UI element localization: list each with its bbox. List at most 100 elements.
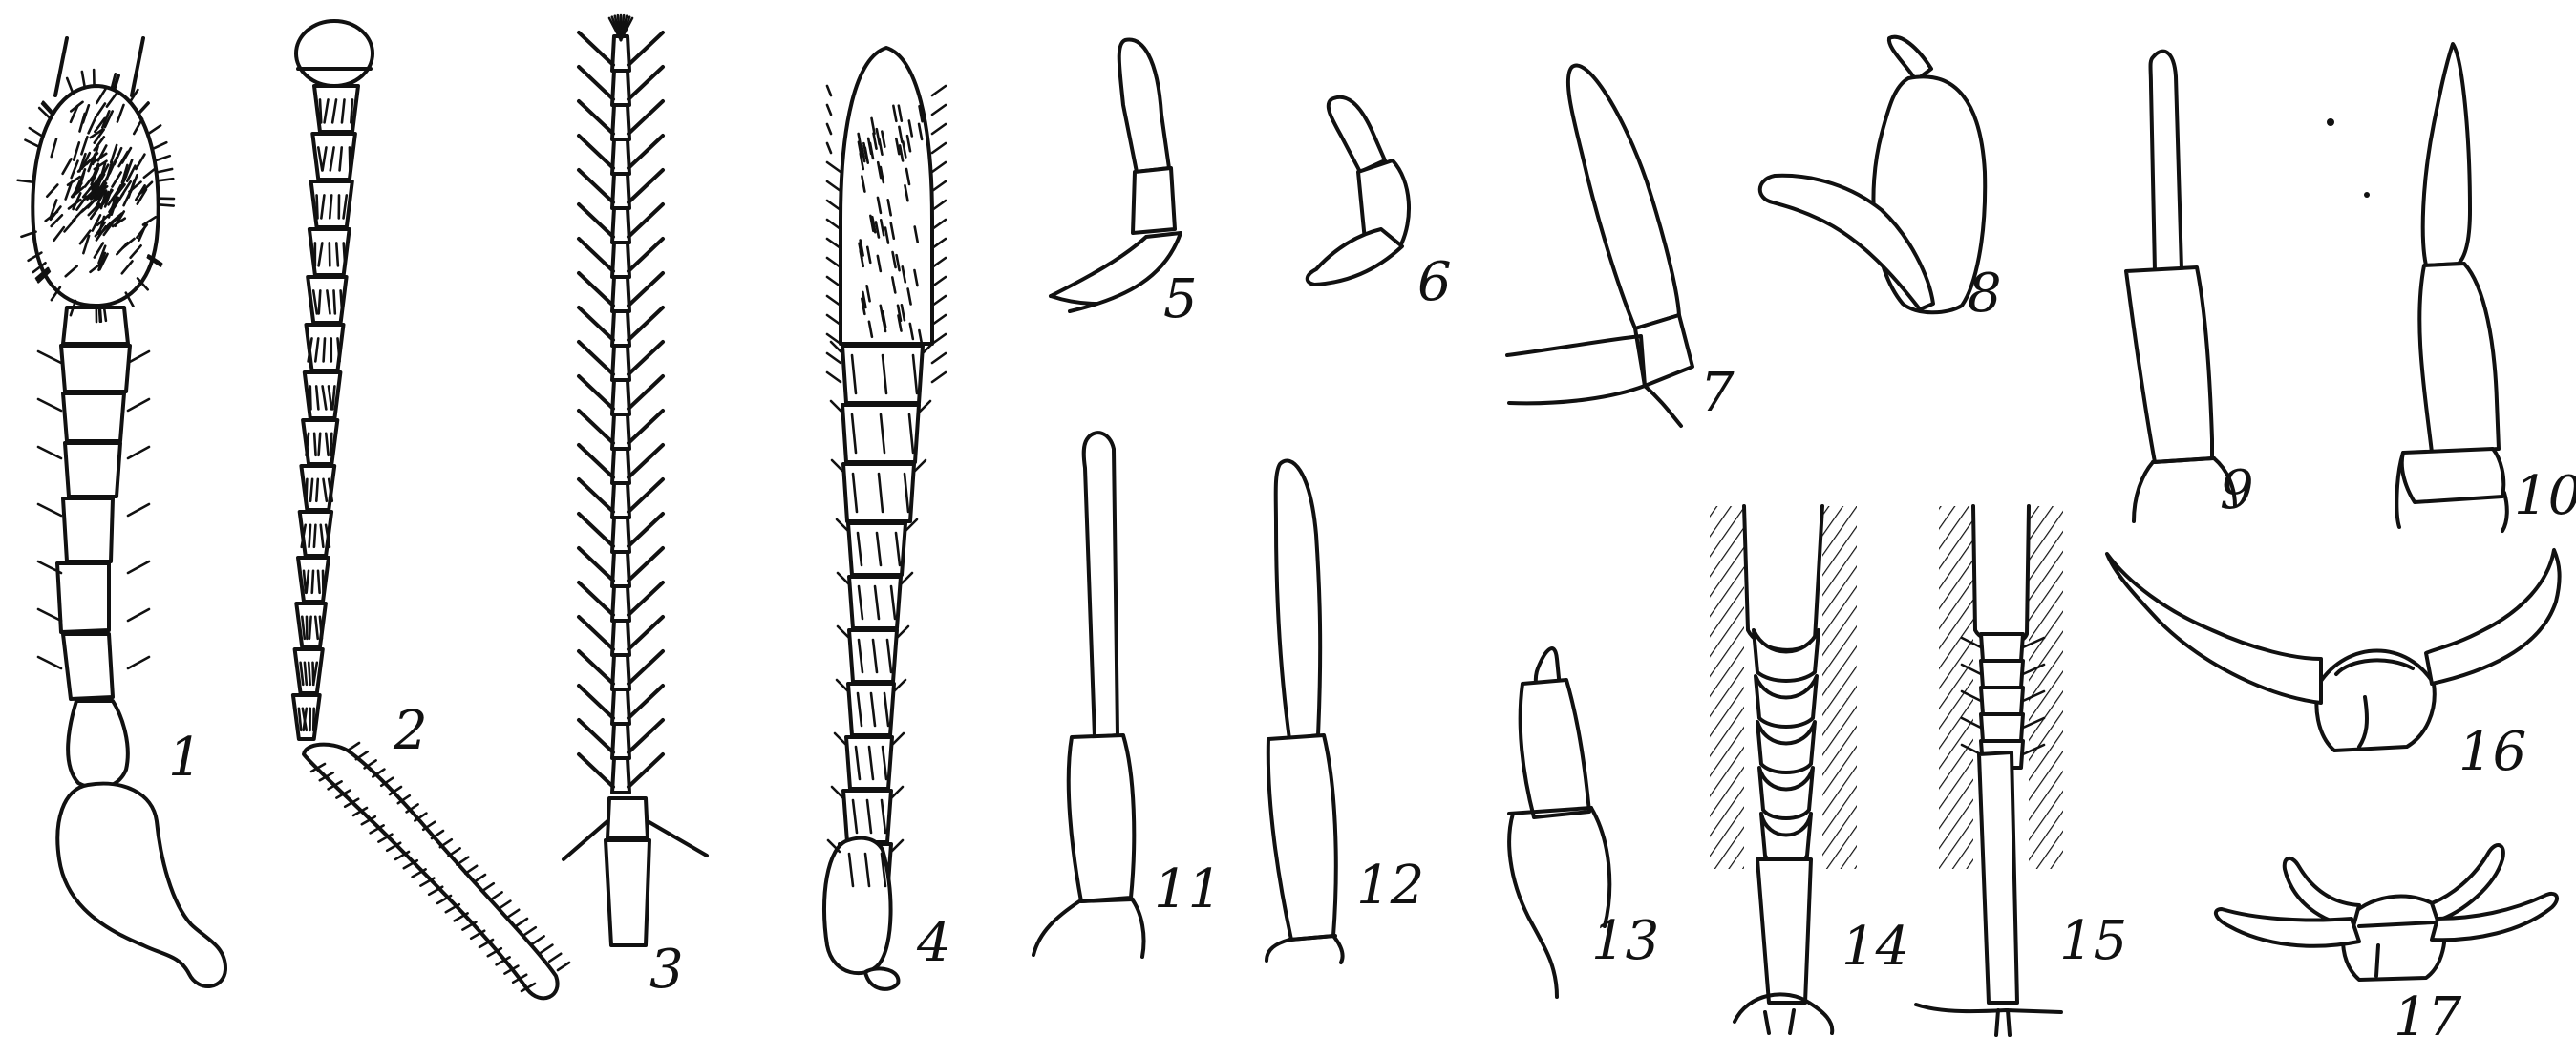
lateral-seta — [628, 548, 663, 581]
club-hair — [932, 201, 946, 210]
club-hair — [827, 162, 841, 172]
scape-hair — [507, 910, 519, 918]
club-hair — [827, 353, 841, 363]
lateral-seta — [628, 376, 663, 409]
figure-6-antenna-base: 6 — [1308, 97, 1452, 313]
segment-hair — [314, 525, 315, 547]
club-hair — [932, 239, 946, 248]
lateral-seta — [579, 170, 613, 202]
lateral-seta — [579, 582, 613, 615]
figure-7-label: 7 — [1700, 362, 1735, 424]
lateral-seta — [628, 136, 663, 168]
club-hair — [827, 372, 841, 382]
segment-hair — [38, 447, 61, 458]
club-hair — [827, 181, 841, 191]
figure-17-tarsal-claws: 17 — [2216, 845, 2557, 1037]
lateral-seta — [579, 411, 613, 443]
club-hair — [932, 181, 946, 191]
segment-hair — [317, 195, 318, 218]
scape-hair — [558, 963, 569, 970]
segment-hair — [38, 657, 61, 668]
club-hair — [827, 105, 831, 115]
lateral-seta — [579, 479, 613, 512]
club-hair — [827, 258, 841, 267]
lateral-seta — [579, 754, 613, 787]
figure-4-label: 4 — [916, 912, 951, 974]
tarsal-segment — [1981, 688, 2023, 714]
lateral-seta — [628, 239, 663, 271]
scape-hair — [348, 743, 359, 751]
club-hair — [932, 258, 946, 267]
segment-hair — [128, 657, 149, 668]
club-hair — [159, 204, 174, 205]
club-hair — [82, 72, 85, 87]
club-hair — [67, 78, 73, 93]
scape-hair — [457, 857, 468, 865]
lateral-seta — [628, 651, 663, 684]
segment-hair — [319, 290, 321, 313]
club-hair — [827, 143, 831, 153]
scape-hair — [356, 751, 368, 759]
figure-4-clubbed-antenna: 4 — [824, 48, 951, 989]
figure-7-antenna-base: 7 — [1507, 66, 1735, 426]
lateral-seta — [628, 273, 663, 306]
club-hair — [932, 372, 946, 382]
lateral-seta — [628, 720, 663, 752]
tarsal-segment — [1981, 661, 2023, 688]
segment-hair — [344, 243, 346, 265]
lateral-seta — [648, 821, 707, 856]
figure-5-label: 5 — [1163, 268, 1198, 330]
tarsal-lobe — [1759, 768, 1813, 818]
lateral-seta — [628, 204, 663, 237]
club-hair — [827, 277, 841, 286]
lateral-seta — [579, 67, 613, 99]
segment-hair — [334, 290, 335, 313]
club-hair — [157, 169, 172, 172]
club-hair — [827, 220, 841, 229]
figure-13-antenna-segment: 13 — [1509, 648, 1659, 997]
lateral-seta — [628, 307, 663, 340]
figure-2-beaded-antenna: 2 — [293, 21, 569, 998]
lateral-seta — [628, 617, 663, 649]
club-hair — [153, 142, 167, 149]
club-hair — [99, 307, 100, 322]
segment-hair — [324, 338, 325, 361]
segment-hair — [38, 351, 61, 363]
club-hair — [25, 140, 38, 147]
segment-hair — [316, 479, 318, 501]
scape-hair — [541, 945, 552, 953]
club-hair — [156, 156, 170, 160]
club-hair — [932, 86, 946, 95]
scape-hair — [549, 954, 561, 962]
segment-hair — [128, 609, 149, 621]
segment-hair — [336, 243, 338, 265]
segment-hair — [350, 147, 351, 170]
figure-8-label: 8 — [1968, 263, 2002, 325]
club-hair — [932, 220, 946, 229]
figure-6-label: 6 — [1417, 251, 1452, 313]
scape-hair — [533, 936, 544, 943]
club-hair — [827, 86, 831, 95]
lateral-seta — [579, 32, 613, 65]
tarsal-lobe — [1756, 676, 1817, 727]
lateral-seta — [628, 411, 663, 443]
club-hair — [932, 296, 946, 306]
segment-hair — [38, 504, 61, 516]
segment-hair — [310, 386, 311, 409]
club-hair — [932, 315, 946, 325]
segment-hair — [309, 617, 311, 639]
figure-8-curved-antenna: 8 — [1760, 37, 2002, 325]
lateral-seta — [628, 754, 663, 787]
lateral-seta — [564, 821, 607, 859]
figure-9-label: 9 — [2220, 459, 2254, 521]
lateral-seta — [579, 239, 613, 271]
lateral-seta — [628, 582, 663, 615]
lateral-seta — [628, 170, 663, 202]
lateral-seta — [628, 101, 663, 134]
club-hair — [827, 334, 841, 344]
lateral-seta — [579, 101, 613, 134]
lateral-seta — [628, 479, 663, 512]
segment-hair — [309, 525, 310, 547]
scape-hair — [465, 866, 477, 874]
tarsal-segment — [1981, 634, 2023, 661]
